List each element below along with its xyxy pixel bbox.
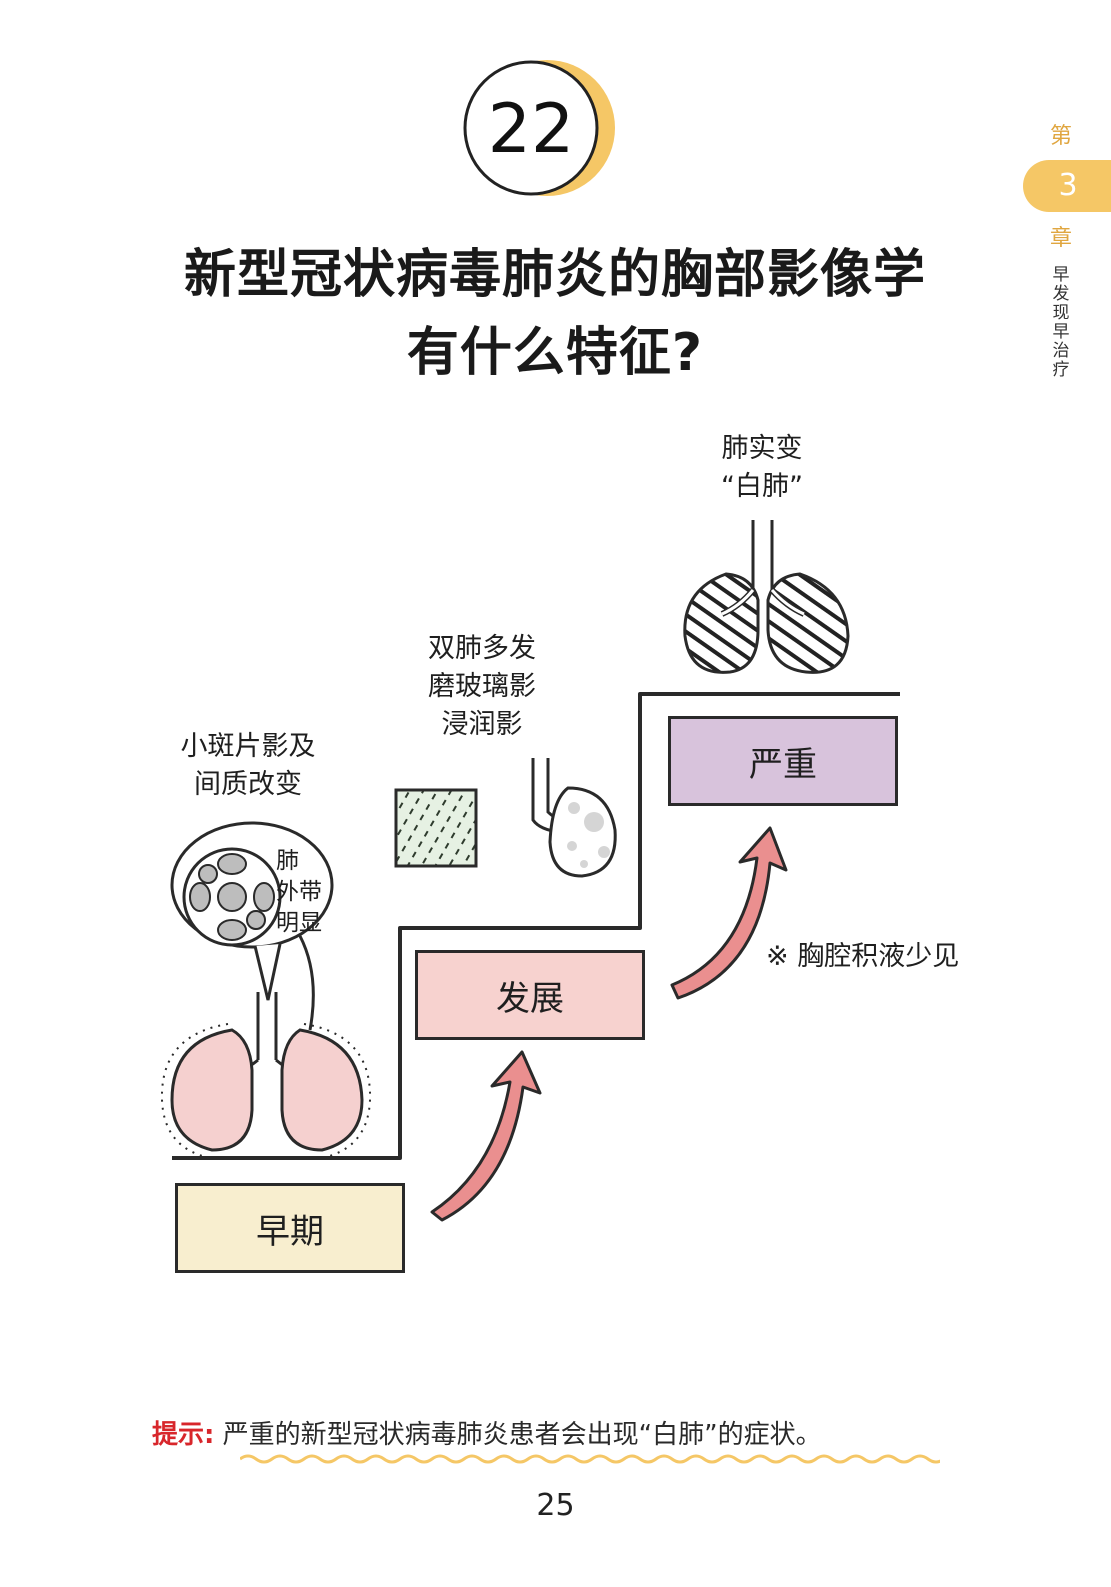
arrow-early-to-develop <box>430 1050 542 1222</box>
arrow-develop-to-severe <box>670 826 788 1000</box>
develop-description-line3: 浸润影 <box>441 709 523 740</box>
early-description-line2: 间质改变 <box>194 769 302 800</box>
stage-early-box: 早期 <box>175 1183 405 1273</box>
develop-description-line1: 双肺多发 <box>428 633 536 664</box>
chapter-number-tab: 3 <box>1023 160 1111 212</box>
page-title-line2: 有什么特征? <box>406 323 704 383</box>
early-description: 小斑片影及 间质改变 <box>148 728 348 804</box>
severe-description-line1: 肺实变 <box>721 433 803 464</box>
chapter-di: 第 <box>1049 124 1072 149</box>
badge-number: 22 <box>488 90 575 169</box>
severe-description: 肺实变 “白肺” <box>672 430 852 506</box>
hint-label: 提示: <box>152 1420 215 1450</box>
outer-zone-line3: 明显 <box>276 910 322 936</box>
develop-description-line2: 磨玻璃影 <box>428 671 536 702</box>
outer-zone-line2: 外带 <box>276 879 322 905</box>
ground-glass-swatch <box>394 788 478 868</box>
effusion-note: ※ 胸腔积液少见 <box>766 941 960 972</box>
chapter-zhang: 章 <box>1049 226 1072 251</box>
badge-moon-graphic: 22 <box>463 60 615 196</box>
page-number: 25 <box>536 1488 575 1523</box>
chapter-question-badge: 22 <box>463 60 625 200</box>
early-description-line1: 小斑片影及 <box>180 731 316 762</box>
early-lungs <box>160 992 372 1159</box>
hint-wavy-underline <box>240 1454 940 1464</box>
outer-zone-label: 肺 外带 明显 <box>276 846 340 939</box>
outer-zone-line1: 肺 <box>276 848 299 874</box>
staircase-line <box>172 692 900 1160</box>
stage-develop-box: 发展 <box>415 950 645 1040</box>
hint-line: 提示: 严重的新型冠状病毒肺炎患者会出现“白肺”的症状。 <box>152 1414 822 1451</box>
page-title-line1: 新型冠状病毒肺炎的胸部影像学 <box>183 245 926 305</box>
stage-severe-box: 严重 <box>668 716 898 806</box>
hint-text: 严重的新型冠状病毒肺炎患者会出现“白肺”的症状。 <box>222 1420 822 1450</box>
severe-description-line2: “白肺” <box>721 471 803 502</box>
develop-description: 双肺多发 磨玻璃影 浸润影 <box>392 630 572 744</box>
severe-lungs <box>683 520 850 674</box>
early-lung-magnifier <box>170 821 334 1031</box>
develop-lung <box>531 758 617 878</box>
chapter-sidebar: 第 3 章 早发现早治疗 <box>1011 118 1111 380</box>
chapter-title-vertical: 早发现早治疗 <box>1052 265 1070 380</box>
